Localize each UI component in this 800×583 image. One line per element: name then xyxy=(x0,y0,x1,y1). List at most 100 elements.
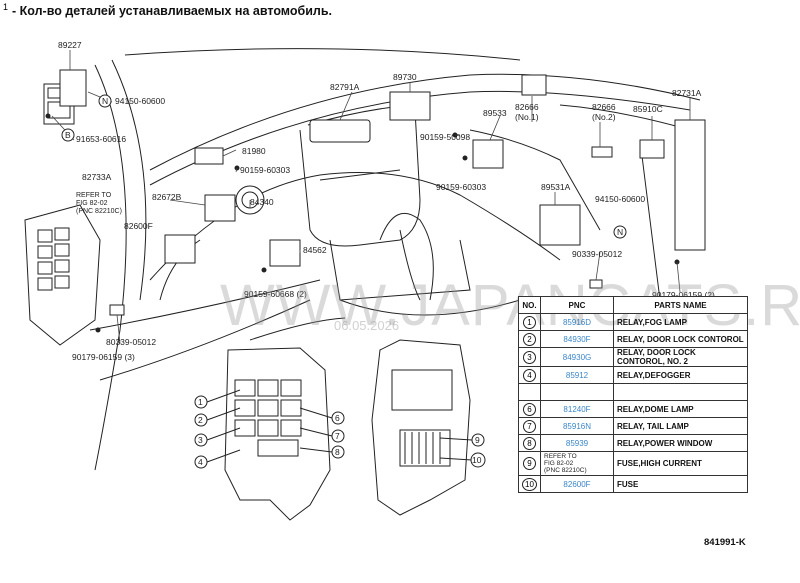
label-91653-60616: 91653-60616 xyxy=(76,134,126,144)
table-row-empty xyxy=(518,383,748,401)
table-row: 1 85916D RELAY,FOG LAMP xyxy=(518,313,748,331)
marker-B: B xyxy=(61,128,75,142)
row-part-name: RELAY, TAIL LAMP xyxy=(613,417,748,435)
svg-text:4: 4 xyxy=(198,457,203,467)
row-pnc[interactable]: 85912 xyxy=(540,366,614,384)
label-90159-50098: 90159-50098 xyxy=(420,132,470,142)
label-82600F-top: 82600F xyxy=(124,221,153,231)
left-junction-block xyxy=(24,204,101,346)
label-80339-05012: 80339-05012 xyxy=(106,337,156,347)
svg-text:9: 9 xyxy=(475,435,480,445)
label-90159-60303-b: 90159-60303 xyxy=(436,182,486,192)
svg-text:7: 7 xyxy=(335,431,340,441)
label-85910C: 85910C xyxy=(633,104,663,114)
marker-N-1: N xyxy=(98,94,112,108)
row-pnc[interactable]: 85916D xyxy=(540,313,614,331)
label-84340: 84340 xyxy=(250,197,274,207)
row-part-name: RELAY,DOME LAMP xyxy=(613,400,748,418)
label-90179-06159-2: 90179-06159 (2) xyxy=(652,290,715,300)
callout-10: 10 xyxy=(470,452,486,468)
callout-8: 8 xyxy=(331,445,345,459)
label-82666-no1: (No.1) xyxy=(515,112,539,122)
label-82666-2: 82666 xyxy=(592,102,616,112)
table-row: 6 81240F RELAY,DOME LAMP xyxy=(518,400,748,418)
row-pnc[interactable]: 84930G xyxy=(540,347,614,367)
label-82791A: 82791A xyxy=(330,82,360,92)
row-part-name: FUSE,HIGH CURRENT xyxy=(613,451,748,476)
junction-block-right-detail xyxy=(371,339,471,516)
svg-text:N: N xyxy=(102,96,108,106)
row-number: 2 xyxy=(523,332,536,346)
table-row: 2 84930F RELAY, DOOR LOCK CONTOROL xyxy=(518,330,748,348)
table-header-row: NO. PNC PARTS NAME xyxy=(518,296,748,314)
refer-top-line1: REFER TO xyxy=(76,192,112,199)
svg-text:3: 3 xyxy=(198,435,203,445)
row-pnc[interactable]: 85939 xyxy=(540,434,614,452)
label-89227: 89227 xyxy=(58,40,82,50)
row-part-name xyxy=(613,383,748,401)
row-part-name: RELAY, DOOR LOCK CONTOROL xyxy=(613,330,748,348)
row-number: 8 xyxy=(523,436,536,450)
label-82666-no2: (No.2) xyxy=(592,112,616,122)
page-header: 1 - Кол-во деталей устанавливаемых на ав… xyxy=(0,0,800,22)
row-number: 9 xyxy=(523,457,536,470)
col-no: NO. xyxy=(518,296,541,314)
parts-diagram: N B N 89227 94150-60600 91653-60616 8273… xyxy=(0,22,800,578)
junction-block-left-detail xyxy=(224,347,331,521)
row-pnc[interactable]: 82600F xyxy=(540,475,614,493)
col-pnc: PNC xyxy=(540,296,614,314)
table-row: 9 REFER TO FIG 82-02 (PNC 82210C) FUSE,H… xyxy=(518,451,748,476)
row-number: 7 xyxy=(523,419,536,433)
marker-N-2: N xyxy=(613,225,627,239)
callout-1: 1 xyxy=(194,395,208,409)
label-94150-60600-a: 94150-60600 xyxy=(115,96,165,106)
col-parts-name: PARTS NAME xyxy=(613,296,748,314)
row-part-name: RELAY,POWER WINDOW xyxy=(613,434,748,452)
refer-top-line3: (PNC 82210C) xyxy=(76,208,122,215)
label-94150-60600-b: 94150-60600 xyxy=(595,194,645,204)
svg-text:N: N xyxy=(617,227,623,237)
diagram-drawing: N B N 89227 94150-60600 91653-60616 8273… xyxy=(24,40,715,521)
diagram-code: 841991-K xyxy=(704,537,746,548)
refer-line1: REFER TO xyxy=(544,453,577,460)
row-part-name: FUSE xyxy=(613,475,748,493)
label-90159-60303-a: 90159-60303 xyxy=(240,165,290,175)
row-part-name: RELAY,DEFOGGER xyxy=(613,366,748,384)
label-82672B: 82672B xyxy=(152,192,182,202)
svg-text:1: 1 xyxy=(198,397,203,407)
refer-line2: FIG 82-02 xyxy=(544,460,574,467)
label-82666-1: 82666 xyxy=(515,102,539,112)
table-row: 10 82600F FUSE xyxy=(518,475,748,493)
svg-text:8: 8 xyxy=(335,447,340,457)
callout-leaders xyxy=(206,389,473,463)
label-89531A: 89531A xyxy=(541,182,571,192)
parts-table: NO. PNC PARTS NAME 1 85916D RELAY,FOG LA… xyxy=(518,296,748,493)
refer-line3: (PNC 82210C) xyxy=(544,467,587,474)
table-row: 4 85912 RELAY,DEFOGGER xyxy=(518,366,748,384)
row-pnc-refer: REFER TO FIG 82-02 (PNC 82210C) xyxy=(540,451,614,476)
label-89533: 89533 xyxy=(483,108,507,118)
row-pnc[interactable]: 85916N xyxy=(540,417,614,435)
row-part-name: RELAY,FOG LAMP xyxy=(613,313,748,331)
row-number: 4 xyxy=(523,368,536,382)
callout-4: 4 xyxy=(194,455,208,469)
label-84562: 84562 xyxy=(303,245,327,255)
row-pnc xyxy=(540,383,614,401)
label-90339-05012: 90339-05012 xyxy=(572,249,622,259)
header-title: - Кол-во деталей устанавливаемых на авто… xyxy=(12,4,333,18)
component-89227 xyxy=(43,69,87,125)
row-number xyxy=(518,383,541,401)
row-pnc[interactable]: 84930F xyxy=(540,330,614,348)
svg-text:B: B xyxy=(65,130,71,140)
label-82731A: 82731A xyxy=(672,88,702,98)
label-81980: 81980 xyxy=(242,146,266,156)
label-90159-60668: 90159-60668 (2) xyxy=(244,289,307,299)
row-number: 10 xyxy=(522,477,537,491)
callout-2: 2 xyxy=(194,413,208,427)
watermark-date: 06.05.2026 xyxy=(334,318,400,333)
svg-text:10: 10 xyxy=(472,455,482,465)
row-number: 6 xyxy=(523,402,536,416)
row-pnc[interactable]: 81240F xyxy=(540,400,614,418)
label-89730: 89730 xyxy=(393,72,417,82)
label-82733A: 82733A xyxy=(82,172,112,182)
